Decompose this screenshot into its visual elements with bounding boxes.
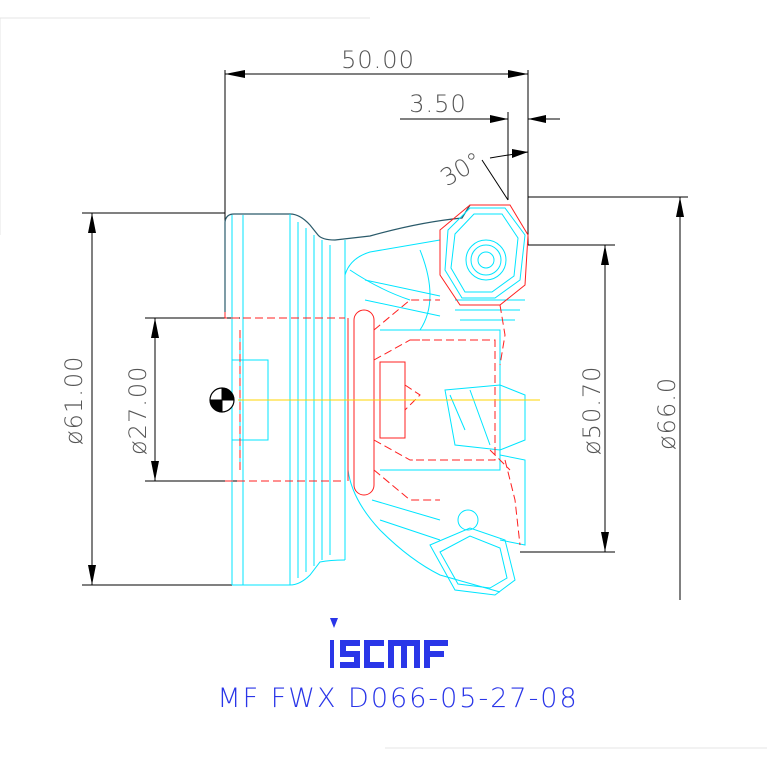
dim-offset-label: 3.50 — [409, 90, 466, 118]
dim-cut-diameter: ø66.0 — [528, 196, 688, 600]
dim-angle: 30° — [436, 147, 529, 201]
dim-bore-diameter: ø27.00 — [124, 317, 240, 482]
dim-bore-diameter-label: ø27.00 — [124, 366, 152, 455]
dim-inner-diameter: ø50.70 — [520, 244, 615, 553]
dim-angle-label: 30° — [436, 147, 487, 193]
dim-offset: 3.50 — [400, 90, 560, 200]
center-mark-icon — [209, 387, 235, 413]
iscar-logo: iscar — [0, 0, 448, 668]
dim-shank-diameter: ø61.00 — [60, 212, 232, 586]
dim-inner-diameter-label: ø50.70 — [578, 366, 606, 455]
logo-text: iscar — [0, 0, 3, 1]
dim-cut-diameter-label: ø66.0 — [653, 377, 681, 450]
dim-length-label: 50.00 — [341, 46, 415, 74]
dim-shank-diameter-label: ø61.00 — [60, 356, 88, 445]
dim-length: 50.00 — [224, 46, 529, 312]
hidden-lines — [224, 204, 529, 546]
model-number: MF FWX D066-05-27-08 — [217, 683, 578, 714]
